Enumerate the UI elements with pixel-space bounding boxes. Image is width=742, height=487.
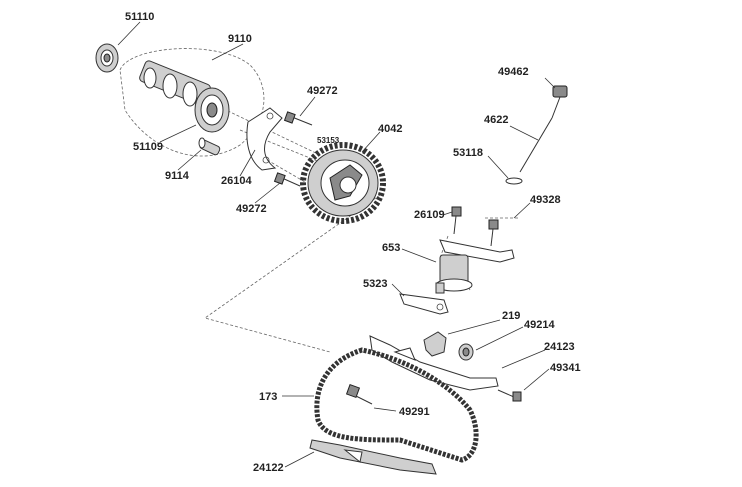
bolt-49272-upper bbox=[283, 111, 313, 126]
label-53153: 53153 bbox=[317, 136, 340, 145]
bolt-49341 bbox=[497, 389, 522, 402]
label-24123: 24123 bbox=[544, 341, 575, 353]
label-26104: 26104 bbox=[221, 175, 252, 187]
label-9110: 9110 bbox=[228, 33, 252, 45]
label-9114: 9114 bbox=[165, 170, 190, 182]
label-49272-lower: 49272 bbox=[236, 203, 267, 215]
label-51109: 51109 bbox=[133, 141, 163, 153]
label-5323: 5323 bbox=[363, 278, 387, 290]
bearing-51109 bbox=[194, 87, 230, 133]
label-173: 173 bbox=[259, 391, 277, 403]
sprocket-4042 bbox=[300, 142, 386, 224]
bearing-51110 bbox=[95, 43, 119, 73]
oring-53118 bbox=[505, 177, 523, 185]
bolt-26109-left bbox=[451, 206, 462, 235]
label-51110: 51110 bbox=[125, 11, 154, 23]
part-labels: 51110 9110 51109 9114 26104 49272 49272 … bbox=[125, 11, 581, 474]
bolt-49462 bbox=[551, 85, 568, 119]
bolt-49291 bbox=[345, 383, 373, 405]
bolt-26109-right bbox=[488, 219, 499, 247]
label-653: 653 bbox=[382, 242, 400, 254]
tensioner-653 bbox=[435, 239, 515, 294]
rod-4622 bbox=[519, 117, 553, 173]
collar-49214 bbox=[458, 343, 474, 361]
chain-guide-24122 bbox=[309, 439, 437, 475]
camshaft-9110 bbox=[139, 60, 211, 107]
bolt-49272-lower bbox=[273, 172, 301, 187]
label-4622: 4622 bbox=[484, 114, 508, 126]
label-49341: 49341 bbox=[550, 362, 581, 374]
label-49291: 49291 bbox=[399, 406, 430, 418]
label-53118: 53118 bbox=[453, 147, 483, 159]
label-26109: 26109 bbox=[414, 209, 445, 221]
bracket-219 bbox=[423, 331, 447, 357]
label-49272-upper: 49272 bbox=[307, 85, 338, 97]
gasket-5323 bbox=[399, 293, 449, 315]
retainer-plate-26104 bbox=[246, 107, 283, 171]
label-4042: 4042 bbox=[378, 123, 402, 135]
timing-chain-173 bbox=[314, 347, 479, 463]
label-24122: 24122 bbox=[253, 462, 284, 474]
label-49328: 49328 bbox=[530, 194, 561, 206]
label-219: 219 bbox=[502, 310, 520, 322]
label-49462: 49462 bbox=[498, 66, 529, 78]
pin-9114 bbox=[198, 137, 221, 156]
label-49214: 49214 bbox=[524, 319, 555, 331]
leader-lines bbox=[117, 21, 556, 468]
